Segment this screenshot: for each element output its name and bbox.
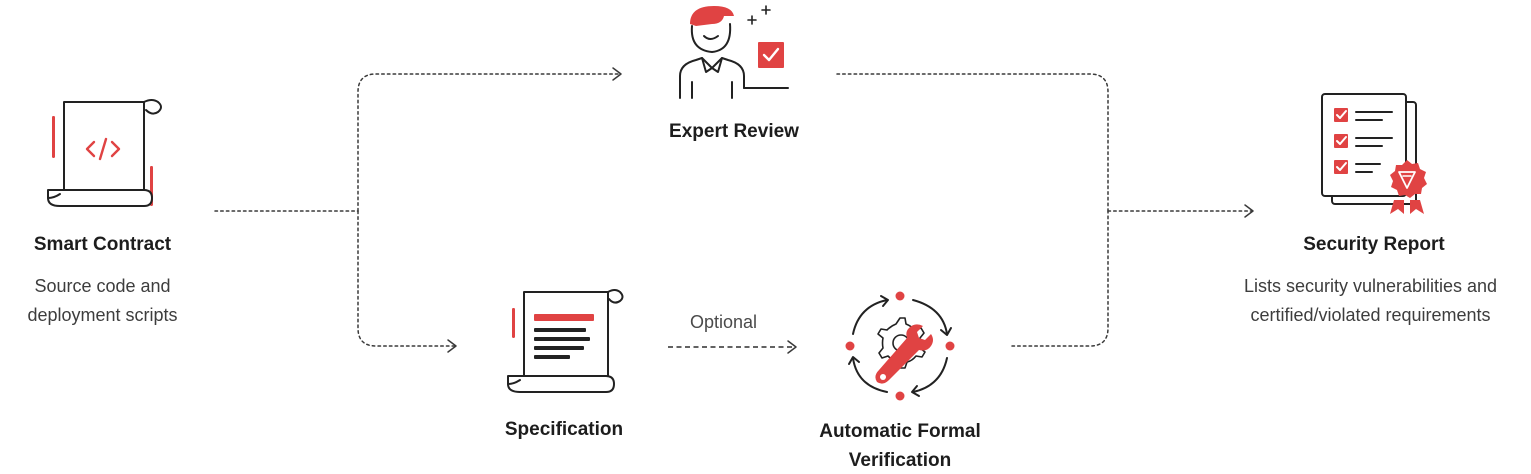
document-scroll-icon [502, 286, 627, 401]
verification-title-line2: Verification [848, 450, 952, 471]
smart-contract-desc-line2: deployment scripts [27, 305, 178, 325]
smart-contract-desc-line1: Source code and [34, 276, 171, 296]
specification-title: Specification [504, 419, 624, 440]
connector-to-expert-review [357, 73, 621, 212]
security-report-title: Security Report [1303, 234, 1445, 255]
optional-edge-label: Optional [690, 312, 758, 332]
expert-review-title: Expert Review [669, 121, 799, 142]
arrow-optional [787, 340, 797, 354]
smart-contract-desc: Source code and deployment scripts [0, 272, 205, 330]
arrow-to-expert-review [612, 67, 622, 81]
security-report-desc: Lists security vulnerabilities and certi… [1210, 272, 1531, 330]
gear-wrench-cycle-icon [843, 290, 957, 404]
arrow-to-specification [447, 339, 457, 353]
verification-title: Automatic Formal Verification [790, 417, 1010, 474]
connector-from-verification [1011, 210, 1109, 347]
connector-from-expert-review [836, 73, 1109, 212]
smart-contract-title: Smart Contract [33, 234, 172, 255]
code-scroll-icon [40, 94, 165, 214]
expert-person-icon [672, 2, 792, 102]
connector-to-specification [357, 210, 456, 347]
verification-title-line1: Automatic Formal [819, 421, 981, 442]
checklist-badge-icon [1316, 92, 1436, 214]
arrow-to-security-report [1244, 204, 1254, 218]
security-report-desc-line2: certified/violated requirements [1250, 305, 1491, 325]
security-report-desc-line1: Lists security vulnerabilities and [1243, 276, 1498, 296]
